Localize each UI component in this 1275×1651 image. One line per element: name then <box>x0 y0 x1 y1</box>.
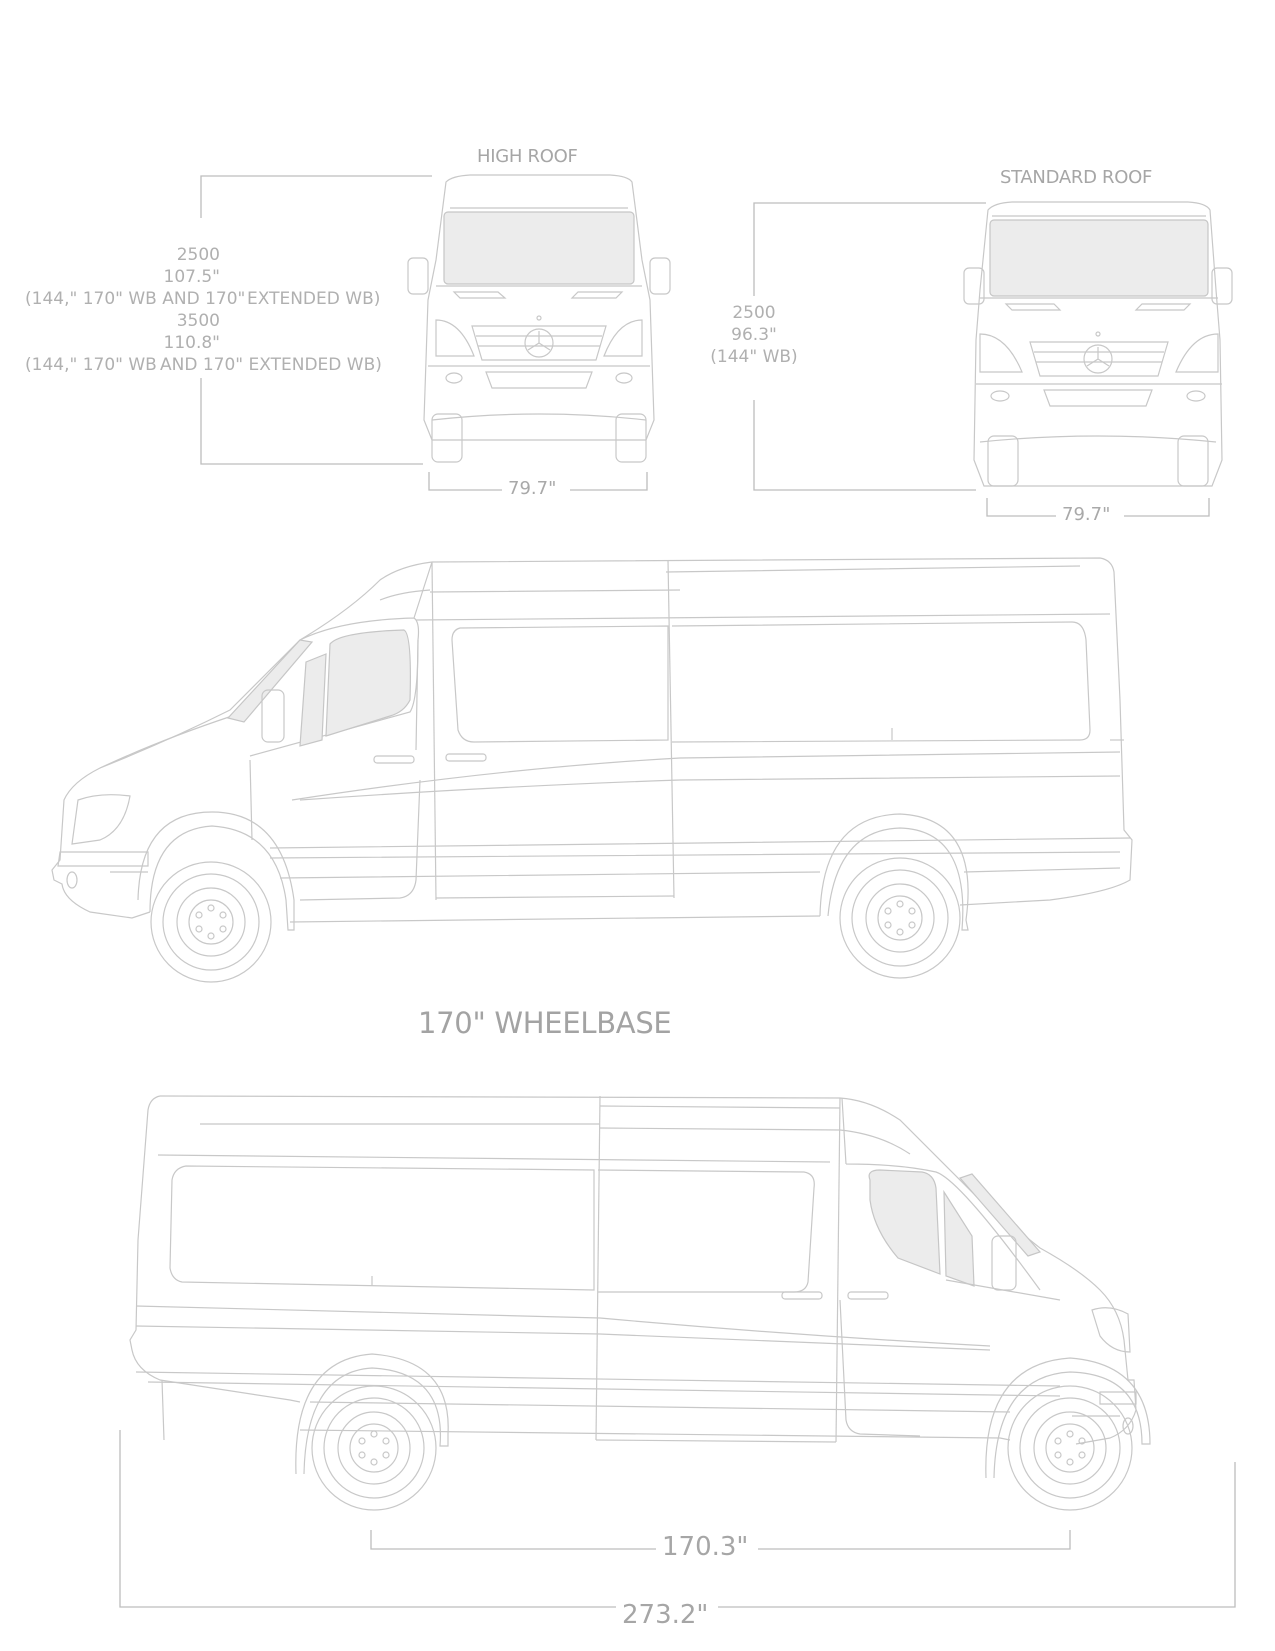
high-roof-3500-note-right: AND 170" EXTENDED WB) <box>160 355 382 375</box>
high-roof-2500-model: 2500 <box>176 245 220 265</box>
high-roof-2500-height: 107.5" <box>163 267 221 287</box>
high-roof-width-value: 79.7" <box>502 478 563 499</box>
side-view-right-facing <box>119 1095 1236 1608</box>
standard-roof-2500-note: (144" WB) <box>710 347 798 367</box>
standard-roof-front-view <box>753 201 1233 517</box>
wheelbase-value: 170.3" <box>656 1532 755 1562</box>
side-view-left-facing <box>51 557 1133 983</box>
high-roof-3500-note-left: (144," 170" WB <box>25 355 157 375</box>
overall-length-value: 273.2" <box>616 1600 715 1630</box>
standard-roof-width-value: 79.7" <box>1056 504 1117 525</box>
high-roof-3500-model: 3500 <box>176 311 220 331</box>
standard-roof-label: STANDARD ROOF <box>1000 167 1153 188</box>
high-roof-3500-height: 110.8" <box>163 333 221 353</box>
standard-roof-2500-height: 96.3" <box>731 325 777 345</box>
wheelbase-title: 170" WHEELBASE <box>418 1006 672 1040</box>
standard-roof-2500-model: 2500 <box>732 303 776 323</box>
high-roof-2500-note-right: EXTENDED WB) <box>247 289 381 309</box>
high-roof-label: HIGH ROOF <box>477 146 578 167</box>
high-roof-front-view <box>200 174 671 491</box>
high-roof-2500-note-left: (144," 170" WB AND 170" <box>25 289 246 309</box>
